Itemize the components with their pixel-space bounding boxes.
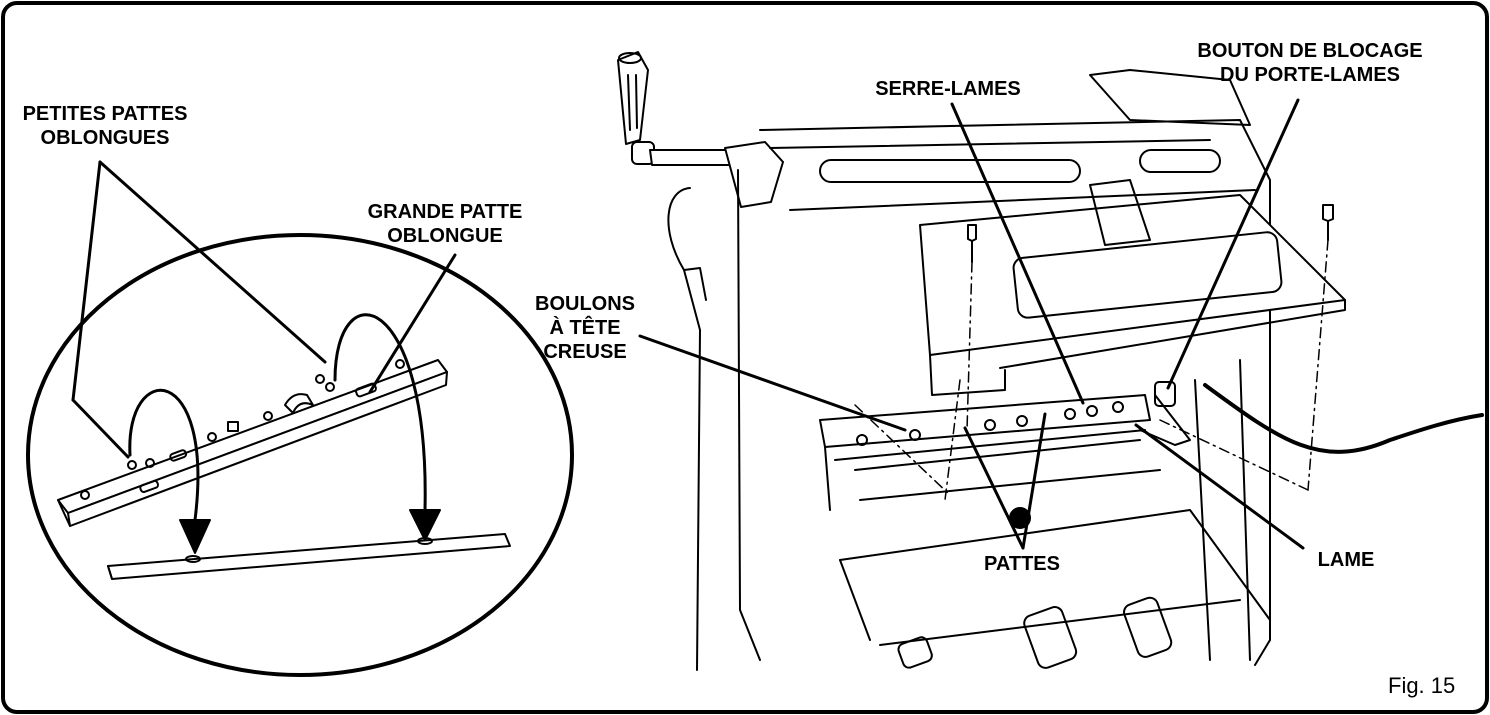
leader-lines-left — [71, 160, 457, 459]
label-blade-clamp-text: SERRE-LAMES — [875, 78, 1021, 100]
label-large-oblong-tab-line1: GRANDE PATTE — [367, 201, 523, 223]
label-tabs: PATTES — [960, 552, 1084, 576]
inset-circle-detail — [26, 233, 574, 677]
label-lock-knob-line1: BOUTON DE BLOCAGE — [1197, 40, 1423, 62]
planer-drawing — [617, 51, 1484, 671]
label-large-oblong-tab: GRANDE PATTE OBLONGUE — [354, 200, 536, 248]
label-small-oblong-tabs-line2: OBLONGUES — [40, 127, 170, 149]
label-blade-holder-lock-knob: BOUTON DE BLOCAGE DU PORTE-LAMES — [1172, 39, 1448, 87]
label-lock-knob-line2: DU PORTE-LAMES — [1220, 64, 1400, 86]
crank-handle — [617, 51, 784, 208]
label-tabs-text: PATTES — [984, 553, 1060, 575]
label-small-oblong-tabs: PETITES PATTES OBLONGUES — [2, 102, 208, 150]
label-bolts-line1: BOULONS — [535, 293, 635, 315]
label-small-oblong-tabs-line1: PETITES PATTES — [22, 103, 188, 125]
label-blade: LAME — [1296, 548, 1396, 572]
label-bolts-line2: À TÊTE — [549, 317, 621, 339]
blade-clamp-detail — [57, 359, 448, 527]
blade-detail — [107, 533, 511, 580]
label-large-oblong-tab-line2: OBLONGUE — [387, 225, 503, 247]
label-blade-text: LAME — [1317, 549, 1375, 571]
machine-body — [667, 69, 1484, 671]
label-blade-clamp: SERRE-LAMES — [858, 77, 1038, 101]
label-bolts-line3: CREUSE — [543, 341, 627, 363]
leader-lines-right — [638, 98, 1305, 550]
inset-circle — [26, 233, 574, 677]
label-socket-head-bolts: BOULONS À TÊTE CREUSE — [522, 292, 648, 364]
figure-number: Fig. 15 — [1388, 673, 1456, 698]
